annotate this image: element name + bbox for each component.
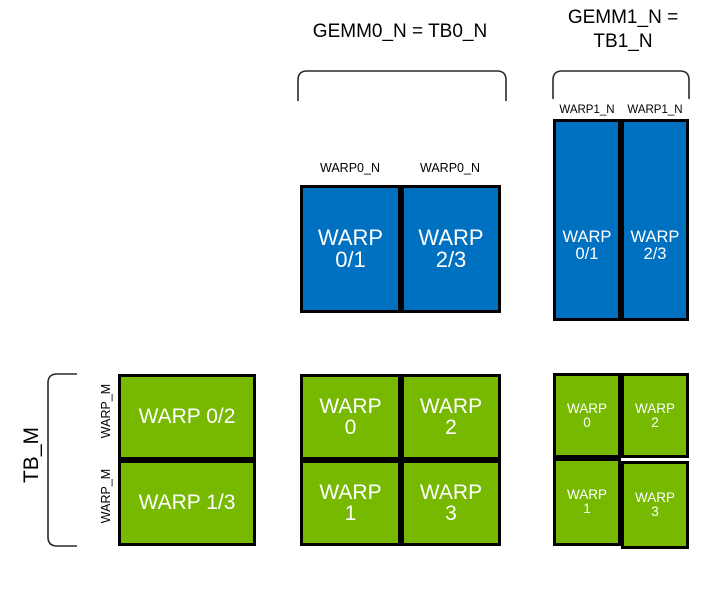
gemm0-cell-warp-2-3[interactable]: WARP 2/3 <box>401 185 501 313</box>
gemm0-title: GEMM0_N = TB0_N <box>312 21 488 42</box>
gemm1-title: GEMM1_N = TB1_N <box>567 7 679 52</box>
middle-cell-warp-0[interactable]: WARP 0 <box>300 374 401 460</box>
gemm1-column-label-1: WARP1_N <box>627 104 683 116</box>
middle-cell-warp-3[interactable]: WARP 3 <box>401 460 501 546</box>
gemm1-cell-warp-0-1[interactable]: WARP 0/1 <box>553 119 621 321</box>
left-cell-warp-0-2[interactable]: WARP 0/2 <box>118 374 256 460</box>
gemm0-column-label-1: WARP0_N <box>420 161 480 175</box>
middle-cell-warp-1[interactable]: WARP 1 <box>300 460 401 546</box>
gemm1-cell-warp-2-3[interactable]: WARP 2/3 <box>621 119 689 321</box>
left-row-label-1: WARP_M <box>99 468 113 524</box>
gemm0-span-bracket <box>296 68 508 102</box>
gemm1-span-bracket <box>551 68 691 100</box>
right-cell-warp-1[interactable]: WARP 1 <box>553 458 621 546</box>
right-cell-warp-2[interactable]: WARP 2 <box>621 373 689 458</box>
tb-m-label: TB_M <box>20 427 43 484</box>
left-row-label-0: WARP_M <box>99 383 113 439</box>
gemm0-cell-warp-0-1[interactable]: WARP 0/1 <box>300 185 401 313</box>
gemm0-column-label-0: WARP0_N <box>320 161 380 175</box>
right-cell-warp-0[interactable]: WARP 0 <box>553 373 621 458</box>
middle-cell-warp-2[interactable]: WARP 2 <box>401 374 501 460</box>
left-cell-warp-1-3[interactable]: WARP 1/3 <box>118 460 256 546</box>
tb-m-bracket <box>44 372 78 548</box>
gemm1-column-label-0: WARP1_N <box>559 104 615 116</box>
right-cell-warp-3[interactable]: WARP 3 <box>621 461 689 549</box>
